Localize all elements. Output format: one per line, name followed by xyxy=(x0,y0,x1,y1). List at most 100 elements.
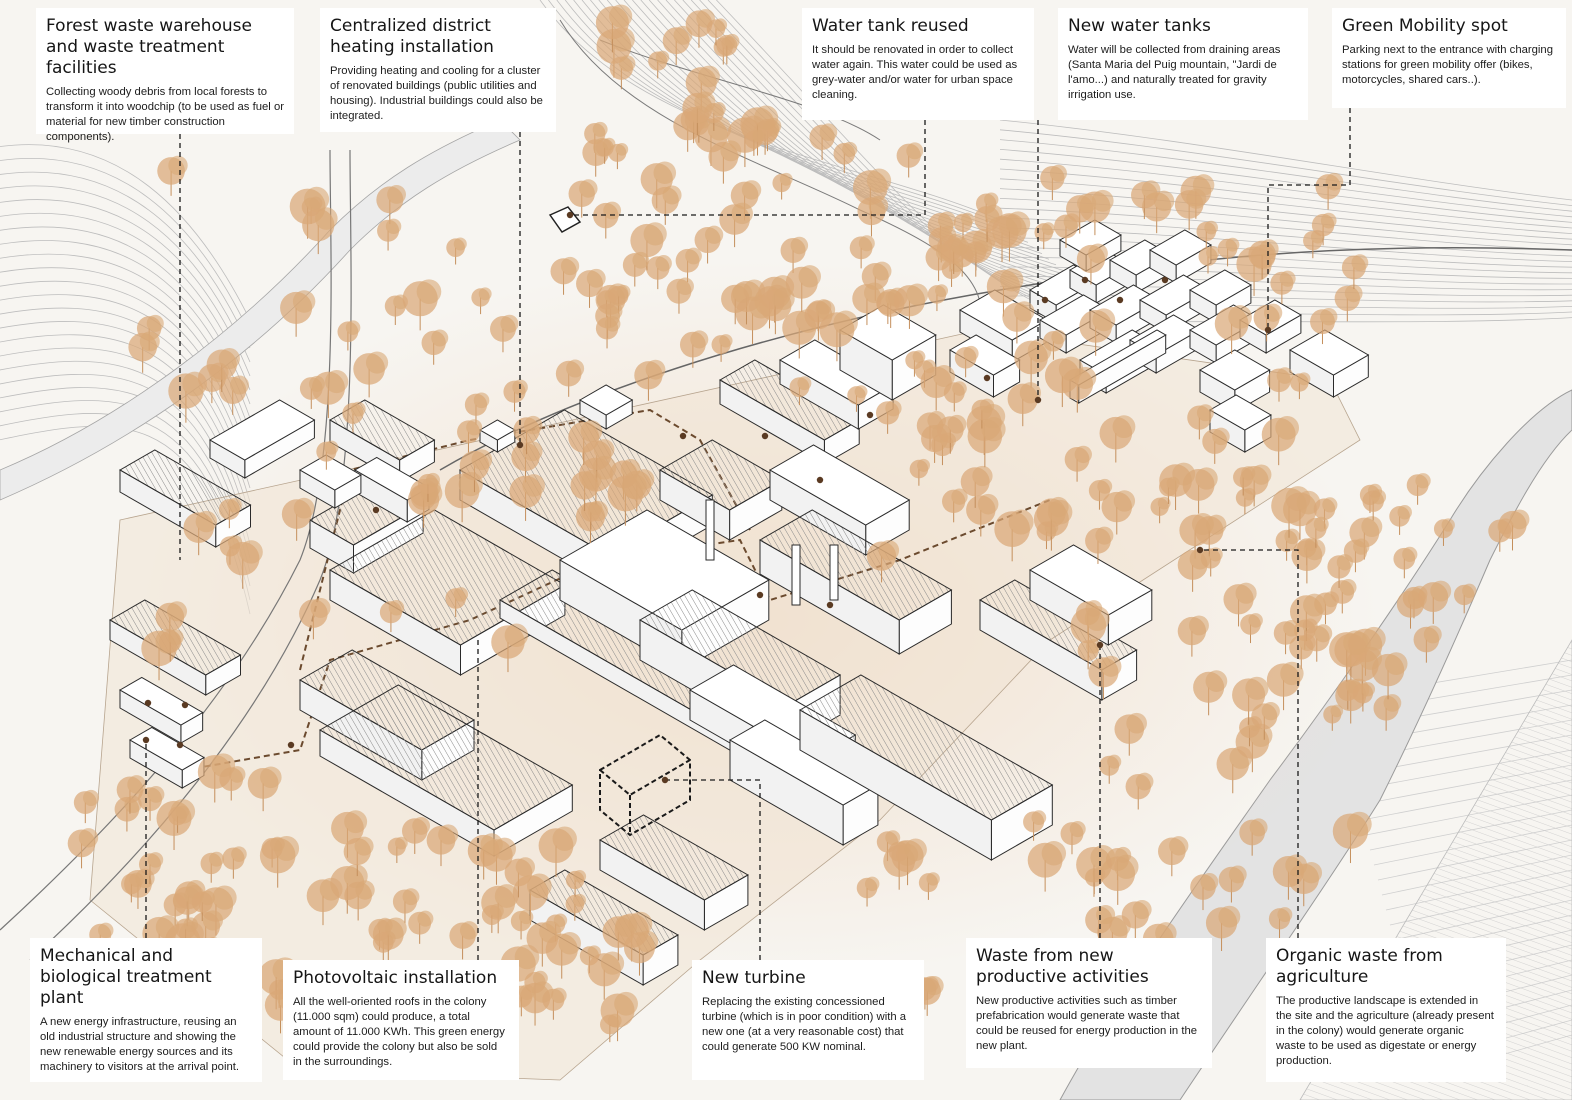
tree-canopy xyxy=(655,50,670,64)
tree xyxy=(1352,682,1376,712)
tree-canopy xyxy=(917,458,931,472)
tree-canopy xyxy=(1189,548,1211,570)
tree-canopy xyxy=(645,359,666,380)
tree-canopy xyxy=(1008,509,1034,535)
tree-canopy xyxy=(1097,478,1113,494)
location-marker xyxy=(181,701,189,709)
chimneys xyxy=(705,499,839,606)
tree xyxy=(408,910,434,944)
tree-canopy xyxy=(615,914,638,937)
tree xyxy=(1125,772,1154,810)
tree xyxy=(330,864,368,914)
callout-title: Mechanical and biological treatment plan… xyxy=(40,946,212,1008)
location-marker xyxy=(983,374,991,382)
tree xyxy=(785,265,821,312)
tree xyxy=(974,204,1003,243)
location-marker xyxy=(661,776,669,784)
tree xyxy=(353,351,389,398)
tree-canopy xyxy=(1208,547,1223,562)
tree-canopy xyxy=(1325,172,1344,191)
tree-canopy xyxy=(632,251,650,269)
tree-canopy xyxy=(1027,338,1052,363)
tree xyxy=(675,247,702,283)
tree-canopy xyxy=(1189,615,1209,636)
tree xyxy=(1187,404,1214,440)
tree-canopy xyxy=(926,872,940,886)
callout-body: A new energy infrastructure, reusing an … xyxy=(40,1016,240,1073)
tree-canopy xyxy=(720,140,742,162)
main-road xyxy=(0,149,332,931)
main-road-edge xyxy=(29,149,352,961)
tree-canopy xyxy=(1013,301,1035,322)
tree xyxy=(155,601,188,643)
tree-canopy xyxy=(466,419,483,436)
tree-canopy xyxy=(858,235,875,252)
callout-new-water-tanks: New water tanks Water will be collected … xyxy=(1058,8,1308,120)
tree-canopy xyxy=(868,195,889,216)
tree-canopy xyxy=(274,835,300,861)
callout-mbt-plant: Mechanical and biological treatment plan… xyxy=(30,938,262,1082)
tree xyxy=(1002,301,1035,344)
tree xyxy=(379,600,405,633)
tree-canopy xyxy=(604,316,621,332)
tree xyxy=(666,277,694,314)
tree-canopy xyxy=(239,540,263,564)
tree xyxy=(789,376,812,406)
tree-canopy xyxy=(592,121,608,137)
building-roof xyxy=(298,454,362,491)
contour-line xyxy=(999,168,1572,229)
tree-canopy xyxy=(260,766,282,789)
tree-canopy xyxy=(395,836,408,850)
tree-canopy xyxy=(227,497,242,513)
tree-canopy xyxy=(539,920,562,943)
turbine-wireframe xyxy=(599,733,691,837)
tree xyxy=(550,256,580,295)
tree-canopy xyxy=(1245,676,1269,700)
callout-district-heating: Centralized district heating installatio… xyxy=(320,8,556,132)
tree-canopy xyxy=(924,976,944,996)
tree xyxy=(1099,415,1136,463)
tree xyxy=(421,329,449,365)
tree-canopy xyxy=(643,222,667,246)
tree xyxy=(1121,899,1152,940)
tree-canopy xyxy=(344,810,368,834)
tree-canopy xyxy=(619,55,636,72)
tree-canopy xyxy=(1041,222,1055,236)
tree xyxy=(299,375,325,409)
tree xyxy=(1202,427,1230,464)
tree xyxy=(1114,712,1147,756)
location-marker xyxy=(144,699,152,707)
callout-title: Photovoltaic installation xyxy=(293,968,498,988)
tree xyxy=(706,18,728,46)
tree-canopy xyxy=(1212,427,1230,446)
tree-canopy xyxy=(1186,188,1207,209)
tree-canopy xyxy=(972,465,993,487)
tree-canopy xyxy=(139,331,160,352)
building-roof xyxy=(1208,394,1272,431)
tree xyxy=(372,917,407,963)
tree xyxy=(1498,509,1530,551)
tree xyxy=(1315,172,1344,210)
tree-canopy xyxy=(1383,694,1402,712)
tree-canopy xyxy=(1195,467,1218,490)
tree xyxy=(1040,164,1067,201)
tree-canopy xyxy=(798,265,821,288)
tree xyxy=(1177,615,1209,657)
leader-line xyxy=(570,120,926,216)
tree-canopy xyxy=(1092,308,1116,332)
tree xyxy=(457,419,483,453)
tree-canopy xyxy=(1114,854,1139,879)
tree-canopy xyxy=(1277,907,1293,923)
tree xyxy=(1158,476,1180,504)
tree-canopy xyxy=(603,201,622,220)
callout-title: Forest waste warehouse and waste treatme… xyxy=(46,16,252,78)
tree-canopy xyxy=(600,951,625,975)
tree xyxy=(183,510,218,556)
tree xyxy=(849,235,875,269)
tree xyxy=(847,385,868,412)
contour-line xyxy=(999,158,1572,223)
tree xyxy=(1232,676,1269,725)
tree-canopy xyxy=(1153,190,1175,212)
tree xyxy=(159,629,184,662)
building xyxy=(798,674,1054,861)
